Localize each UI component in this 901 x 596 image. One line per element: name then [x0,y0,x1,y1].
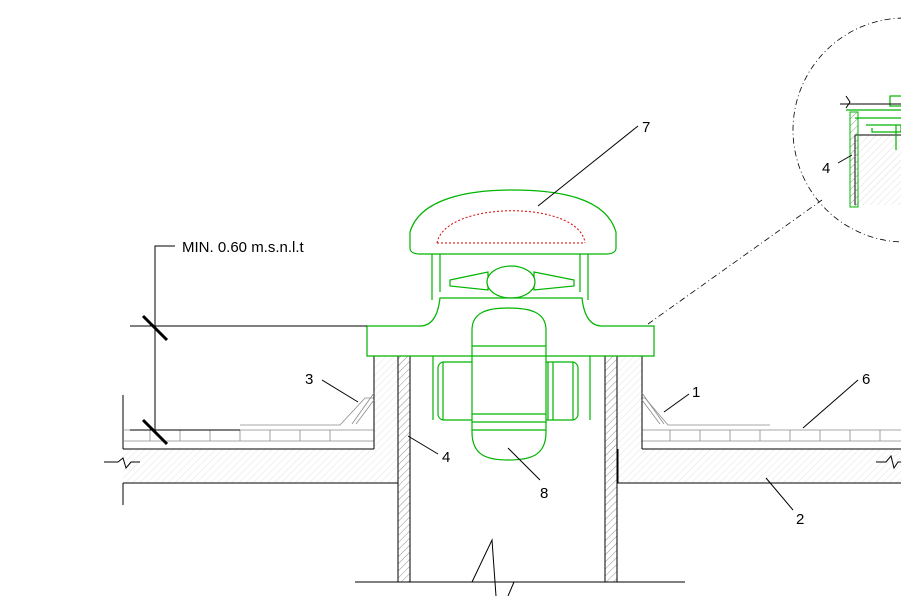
detail-callout: 4 [647,17,901,325]
detail-label-4: 4 [822,160,830,177]
label-7: 7 [642,119,650,136]
right-roof-slab [617,355,901,484]
label-8: 8 [540,485,548,502]
label-4: 4 [442,449,450,466]
label-3: 3 [305,371,313,388]
label-1: 1 [692,384,700,401]
min-height-label: MIN. 0.60 m.s.n.l.t [182,239,305,256]
left-roof-slab [104,355,399,505]
label-6: 6 [862,371,870,388]
label-2: 2 [796,511,804,528]
duct-walls [355,355,685,596]
height-dimension: MIN. 0.60 m.s.n.l.t [130,239,367,446]
ventilator-unit [366,189,655,461]
callout-labels: 7 3 1 6 4 8 2 [305,119,870,528]
